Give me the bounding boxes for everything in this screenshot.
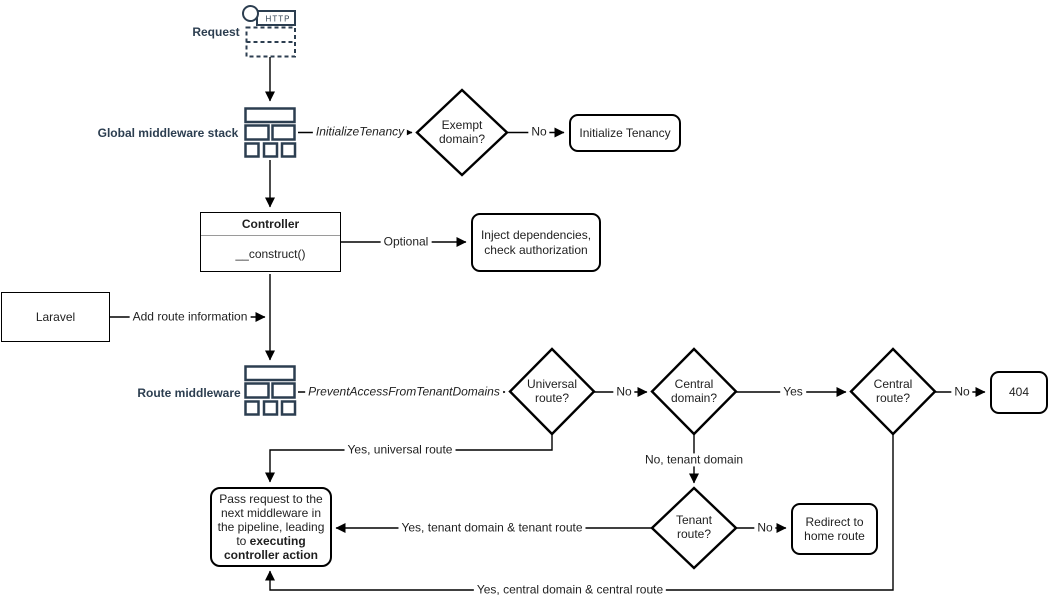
- edge-label-no-central-route: No: [951, 385, 973, 399]
- exempt-domain-text: Exempt domain?: [438, 118, 486, 146]
- controller-method: __construct(): [235, 246, 306, 261]
- central-domain-text: Central domain?: [670, 377, 718, 405]
- tenant-route-text: Tenant route?: [675, 513, 713, 541]
- tenant-route-diamond: [650, 486, 738, 570]
- route-middleware-icon: [244, 365, 297, 416]
- edge-label-yes-tenant-route: Yes, tenant domain & tenant route: [398, 521, 586, 535]
- request-label: Request: [192, 25, 240, 39]
- edge-label-prevent-access: PreventAccessFromTenantDomains: [305, 385, 503, 399]
- global-middleware-stack-icon: [244, 107, 297, 158]
- central-domain-diamond: [650, 347, 738, 436]
- pass-request-text-bold: executing controller action: [223, 534, 318, 563]
- edge-label-optional: Optional: [380, 235, 432, 249]
- redirect-home-node: Redirect to home route: [791, 503, 878, 555]
- controller-title: Controller: [201, 213, 340, 236]
- edge-label-add-route-information: Add route information: [129, 310, 251, 324]
- edge-label-no-exempt: No: [528, 125, 550, 139]
- http-icon-label: HTTP: [265, 14, 291, 23]
- pass-request-text-normal: Pass request to the next middleware in t…: [217, 491, 325, 549]
- edge-label-no-tenant-route: No: [754, 521, 776, 535]
- decision-diamonds: [415, 88, 937, 570]
- route-middleware-label: Route middleware: [137, 386, 241, 400]
- inject-dependencies-node: Inject dependencies, check authorization: [471, 213, 601, 272]
- edge-label-yes-central-route: Yes, central domain & central route: [473, 583, 667, 597]
- edge-label-yes-central-domain: Yes: [780, 385, 806, 399]
- universal-route-diamond: [508, 347, 596, 436]
- edge-label-no-universal: No: [613, 385, 635, 399]
- edge-label-no-tenant-domain: No, tenant domain: [641, 453, 747, 467]
- http-request-icon-circle: [242, 5, 259, 22]
- initialize-tenancy-node: Initialize Tenancy: [569, 114, 681, 152]
- edge-universal-yes-to-pass: [265, 434, 553, 483]
- exempt-domain-diamond: [415, 88, 509, 177]
- controller-node: Controller __construct(): [200, 212, 341, 272]
- edge-label-initialize-tenancy: InitializeTenancy: [312, 125, 408, 139]
- laravel-node: Laravel: [1, 292, 110, 342]
- pass-request-node: Pass request to the next middleware in t…: [210, 487, 332, 567]
- edge-label-yes-universal-route: Yes, universal route: [344, 443, 456, 457]
- universal-route-text: Universal route?: [526, 377, 577, 405]
- central-route-diamond: [849, 347, 937, 436]
- 404-node: 404: [990, 371, 1048, 414]
- http-request-icon: [242, 5, 296, 58]
- central-route-text: Central route?: [873, 377, 913, 405]
- global-middleware-stack-label: Global middleware stack: [97, 126, 239, 140]
- pass-request-text: Pass request to the next middleware in t…: [215, 492, 327, 563]
